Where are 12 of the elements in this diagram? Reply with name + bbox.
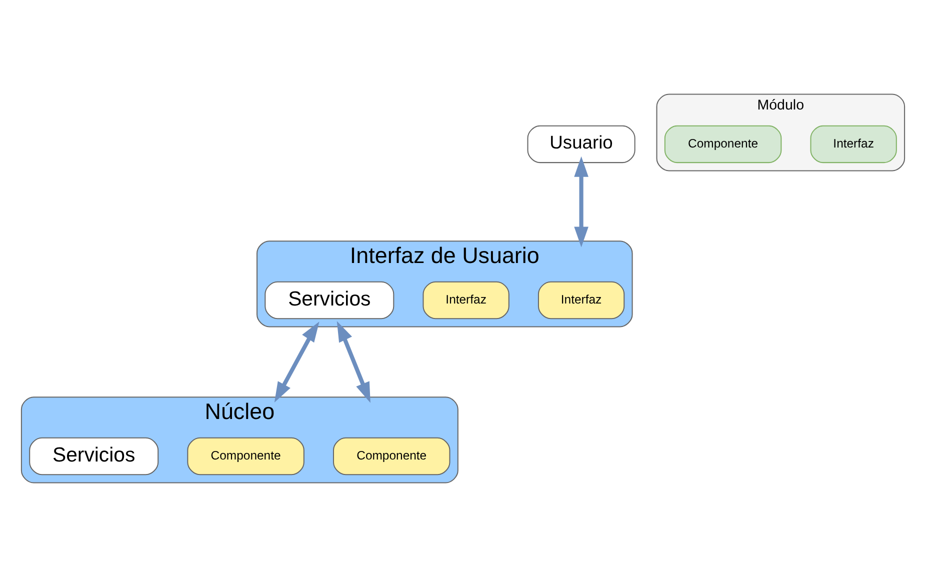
- arrow: [336, 320, 370, 402]
- arrow: [274, 321, 319, 402]
- node-box: Componente: [186, 436, 304, 475]
- node-box: Componente: [664, 124, 782, 163]
- node-box: Interfaz: [537, 280, 624, 319]
- node-box: Componente: [332, 436, 450, 475]
- node-box: Usuario: [526, 124, 635, 163]
- arrow: [574, 156, 588, 247]
- node-box: Interfaz: [422, 280, 509, 319]
- node-box: Servicios: [28, 436, 158, 475]
- node-box: Servicios: [264, 280, 394, 319]
- node-box: Interfaz: [810, 124, 896, 163]
